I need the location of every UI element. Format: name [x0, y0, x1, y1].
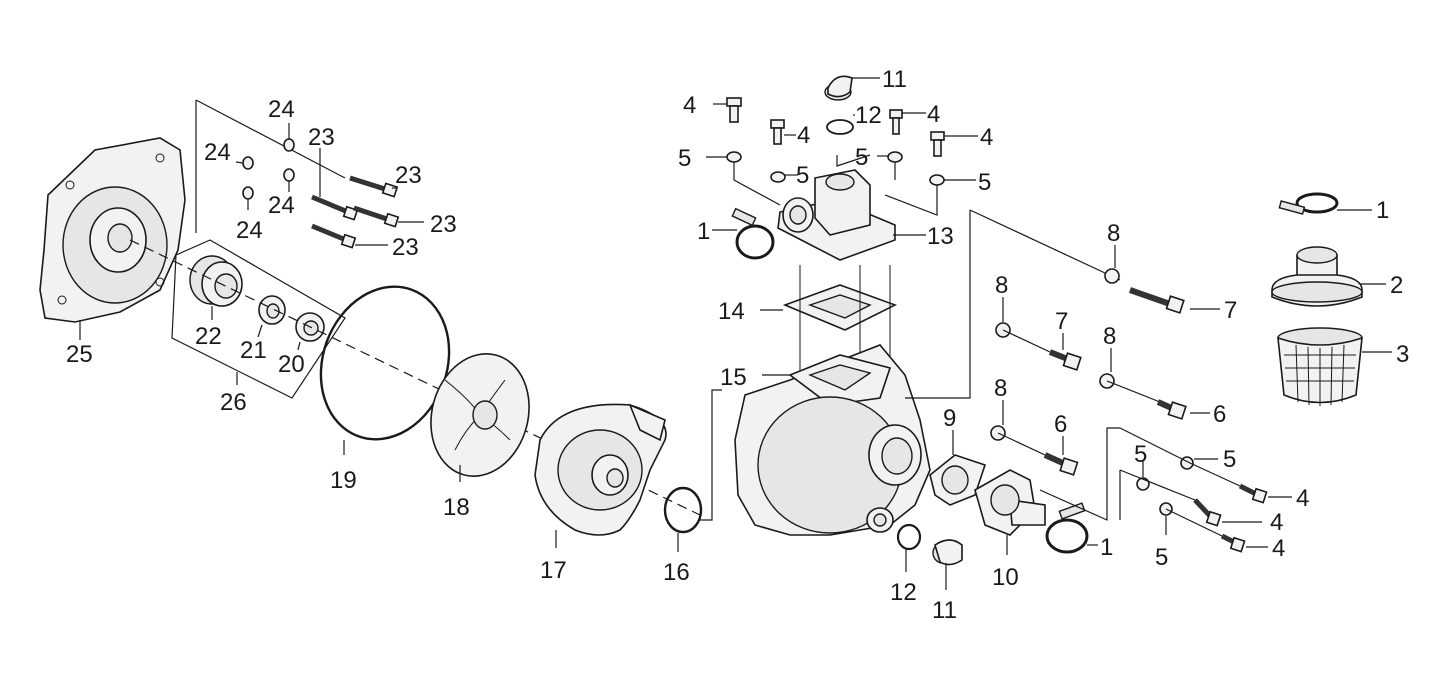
callout-19: 19 — [330, 467, 357, 494]
part-12-gasket-top — [826, 119, 854, 135]
callout-22: 22 — [195, 323, 222, 350]
callout-23-a: 23 — [395, 162, 422, 189]
callout-23-d: 23 — [392, 234, 419, 261]
part-23-bolt-a — [349, 175, 399, 198]
callout-7-b: 7 — [1055, 308, 1068, 335]
callout-17: 17 — [540, 557, 567, 584]
callout-3: 3 — [1396, 341, 1409, 368]
callout-4-b: 4 — [797, 122, 810, 149]
callout-5-b: 5 — [796, 162, 809, 189]
part-16-small-o-ring — [663, 486, 703, 534]
part-23-bolt-d — [311, 223, 357, 249]
part-7-bolt-b — [1048, 349, 1082, 371]
callout-4-g: 4 — [1272, 535, 1285, 562]
callout-18: 18 — [443, 494, 470, 521]
part-1-hose-clamp-lower — [1045, 502, 1089, 554]
part-11-cap-top — [824, 75, 853, 101]
part-4-bolt-g — [1220, 533, 1246, 553]
part-5-washer-top-b — [770, 171, 786, 183]
part-9-flange-gasket — [929, 454, 987, 506]
part-12-gasket-lower — [896, 523, 922, 551]
callout-13: 13 — [927, 223, 954, 250]
callout-8-c: 8 — [1103, 323, 1116, 350]
part-24-washer-b — [242, 156, 254, 170]
callout-4-e: 4 — [1296, 485, 1309, 512]
callout-8-d: 8 — [994, 375, 1007, 402]
callout-1-b: 1 — [1100, 534, 1113, 561]
callout-20: 20 — [278, 351, 305, 378]
callout-26: 26 — [220, 389, 247, 416]
part-24-washer-a — [283, 138, 295, 152]
callout-16: 16 — [663, 559, 690, 586]
callout-9: 9 — [943, 405, 956, 432]
callout-21: 21 — [240, 337, 267, 364]
callout-8-a: 8 — [1107, 220, 1120, 247]
callout-12-b: 12 — [890, 579, 917, 606]
part-24-washer-d — [242, 186, 254, 200]
part-23-bolt-b — [311, 194, 359, 221]
callout-12-a: 12 — [855, 102, 882, 129]
callout-4-d: 4 — [980, 124, 993, 151]
callout-5-g: 5 — [1155, 544, 1168, 571]
part-5-washer-top-d — [929, 174, 945, 186]
callout-5-d: 5 — [978, 169, 991, 196]
callout-5-f: 5 — [1134, 441, 1147, 468]
part-24-washer-c — [283, 168, 295, 182]
callout-4-a: 4 — [683, 92, 696, 119]
callout-24-c: 24 — [268, 192, 295, 219]
callout-1-a: 1 — [697, 218, 710, 245]
part-3-strainer-basket — [1277, 327, 1363, 406]
part-8-washer-a — [1104, 268, 1120, 284]
part-10-outlet-flange — [974, 469, 1046, 536]
callout-2: 2 — [1390, 272, 1403, 299]
callout-4-c: 4 — [927, 101, 940, 128]
callout-10: 10 — [992, 564, 1019, 591]
part-13-inlet-elbow — [777, 169, 896, 261]
part-21-seal-ring — [258, 295, 286, 325]
callout-5-e: 5 — [1223, 446, 1236, 473]
part-4-bolt-top-c — [889, 109, 903, 135]
part-6-bolt-b — [1043, 452, 1079, 476]
part-1-hose-clamp-strainer — [1278, 192, 1339, 215]
callout-25: 25 — [66, 341, 93, 368]
part-4-bolt-top-a — [726, 97, 742, 123]
callout-11-a: 11 — [882, 66, 907, 93]
part-4-bolt-top-d — [930, 131, 945, 157]
part-7-bolt-a — [1129, 287, 1185, 314]
callout-15: 15 — [720, 364, 747, 391]
callout-24-b: 24 — [204, 139, 231, 166]
part-22-mechanical-seal — [189, 255, 243, 307]
part-4-bolt-e — [1238, 483, 1268, 504]
callout-8-b: 8 — [995, 272, 1008, 299]
part-23-bolt-c — [353, 205, 400, 228]
part-4-bolt-top-b — [770, 119, 785, 145]
part-25-flange-plate — [39, 137, 186, 323]
part-6-bolt-a — [1156, 399, 1187, 420]
part-17-volute-cover — [534, 403, 667, 536]
part-11-cap-lower — [932, 539, 963, 566]
part-18-impeller — [430, 353, 530, 477]
part-2-strainer-cap — [1271, 246, 1363, 307]
callout-14: 14 — [718, 298, 745, 325]
callout-23-b: 23 — [308, 124, 335, 151]
callout-24-a: 24 — [268, 96, 295, 123]
part-1-hose-clamp-upper — [731, 207, 775, 260]
callout-7-a: 7 — [1224, 297, 1237, 324]
callout-24-d: 24 — [236, 217, 263, 244]
callout-11-b: 11 — [932, 597, 957, 624]
part-15-pump-housing — [734, 344, 931, 536]
callout-5-a: 5 — [678, 145, 691, 172]
callout-23-c: 23 — [430, 211, 457, 238]
callout-6-a: 6 — [1213, 401, 1226, 428]
callout-1-c: 1 — [1376, 197, 1389, 224]
callout-6-b: 6 — [1054, 411, 1067, 438]
part-4-bolt-f — [1193, 498, 1222, 527]
callout-4-f: 4 — [1270, 509, 1283, 536]
part-5-washer-top-a — [726, 151, 742, 163]
part-5-washer-top-c — [887, 151, 903, 163]
part-14-gasket — [782, 284, 898, 331]
